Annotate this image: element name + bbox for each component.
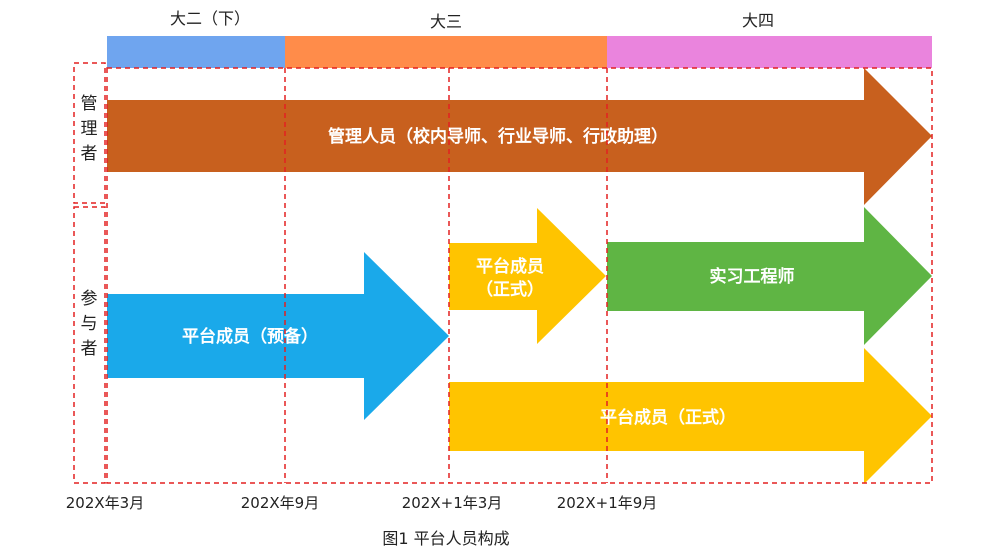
formal-member-long-arrow-label: 平台成员（正式） — [600, 407, 736, 428]
dashed-grid — [73, 62, 933, 484]
prep-member-arrow-label: 平台成员（预备） — [182, 326, 318, 347]
intern-engineer-arrow — [607, 207, 932, 345]
phase-bar-junior — [285, 36, 607, 68]
participants-label-char-1: 参 — [81, 289, 98, 309]
intern-engineer-arrow-label: 实习工程师 — [710, 266, 795, 287]
date-label-202X1-3: 202X+1年3月 — [402, 494, 503, 512]
phase-label-sophomore: 大二（下） — [170, 9, 250, 28]
phase-bar-sophomore — [107, 36, 285, 68]
managers-label-frame — [73, 62, 106, 204]
managers-label-char-2: 理 — [81, 119, 98, 139]
date-label-202X1-9: 202X+1年9月 — [557, 494, 658, 512]
managers-arrow — [107, 68, 932, 205]
formal-member-long-arrow — [449, 348, 932, 484]
date-label-202X-3: 202X年3月 — [66, 494, 144, 512]
participants-label-char-3: 者 — [81, 339, 98, 359]
formal-member-short-arrow — [449, 208, 606, 344]
participants-label-char-2: 与 — [81, 314, 98, 334]
managers-label-char-3: 者 — [81, 144, 98, 164]
phase-label-senior: 大四 — [742, 11, 774, 30]
phase-bar-senior — [607, 36, 932, 68]
figure-caption: 图1 平台人员构成 — [382, 529, 509, 548]
date-label-202X-9: 202X年9月 — [241, 494, 319, 512]
managers-label-char-1: 管 — [81, 94, 98, 114]
timeline-frame — [106, 67, 933, 484]
formal-member-short-label-line2: （正式） — [476, 279, 544, 300]
managers-arrow-label: 管理人员（校内导师、行业导师、行政助理） — [328, 126, 668, 147]
formal-member-short-label-line1: 平台成员 — [476, 256, 544, 277]
phase-label-junior: 大三 — [430, 12, 462, 31]
prep-member-arrow — [107, 252, 449, 420]
